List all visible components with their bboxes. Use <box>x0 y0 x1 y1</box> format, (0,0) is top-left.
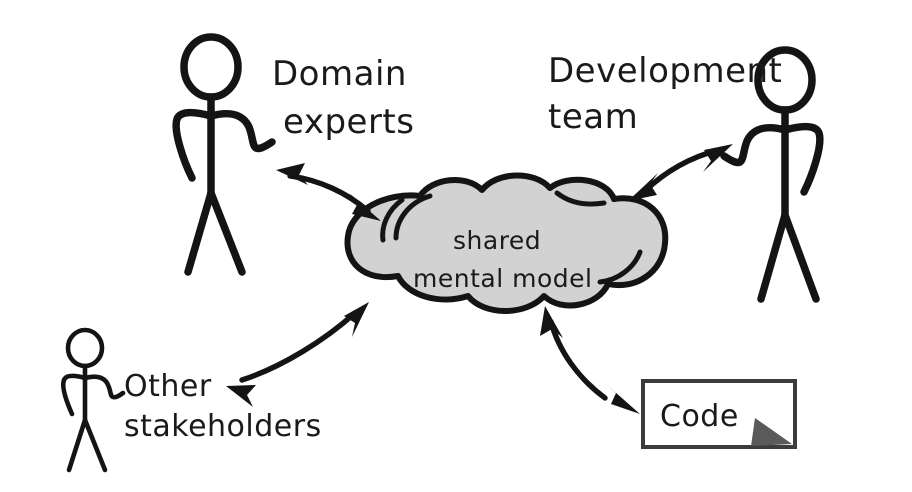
cloud-outline <box>344 172 669 314</box>
cloud-puff-line-rightb <box>597 249 643 285</box>
connector-domain-experts-cloud <box>276 163 381 221</box>
connector-other-stakeholders-cloud <box>226 302 369 407</box>
cloud-label-line2: mental model <box>413 264 592 293</box>
right-leg-icon <box>82 417 108 473</box>
arrow-head-end <box>606 384 640 414</box>
left-leg-icon <box>66 417 88 473</box>
stick-figure-other-stakeholders <box>61 327 126 473</box>
head-icon <box>180 33 242 101</box>
connector-development-team-cloud <box>628 144 733 201</box>
development-team-label-line2: team <box>548 97 638 137</box>
shared-mental-model-cloud <box>344 172 669 314</box>
arrow-head-start <box>703 144 733 172</box>
development-team-label-line1: Development <box>548 51 782 91</box>
arrow-head-start <box>226 385 256 407</box>
page-fold-icon <box>751 418 792 446</box>
cloud-puff-line-right <box>554 190 607 207</box>
right-arm-icon <box>82 374 126 400</box>
left-leg-icon <box>757 211 789 303</box>
right-arm-icon <box>781 122 824 196</box>
cloud-puff-line-left <box>380 197 405 243</box>
arrow-head-start <box>276 163 308 185</box>
domain-experts-label-line2: experts <box>283 102 414 142</box>
other-stakeholders-label-line1: Other <box>124 369 212 404</box>
connector-line <box>548 319 608 401</box>
left-arm-icon <box>172 108 215 182</box>
stick-figure-development-team <box>720 46 824 303</box>
head-icon <box>65 327 105 369</box>
arrow-head-start <box>540 306 563 338</box>
left-arm-icon <box>720 124 789 167</box>
domain-experts-label-line1: Domain <box>272 54 407 94</box>
left-arm-icon <box>61 373 88 417</box>
right-leg-icon <box>207 189 246 276</box>
arrow-head-end <box>349 193 381 221</box>
code-label: Code <box>660 399 739 434</box>
arrow-head-end <box>344 302 369 337</box>
connector-line <box>239 310 358 383</box>
cloud-label-line1: shared <box>453 226 541 255</box>
left-leg-icon <box>184 189 215 276</box>
cloud-puff-line-leftb <box>393 193 433 241</box>
connector-code-cloud <box>540 306 640 414</box>
other-stakeholders-label-line2: stakeholders <box>124 409 322 444</box>
stick-figure-domain-experts <box>172 33 276 276</box>
right-leg-icon <box>781 211 820 303</box>
arrow-head-end <box>628 173 658 201</box>
right-arm-icon <box>207 110 276 153</box>
code-document[interactable]: Code <box>641 379 797 449</box>
